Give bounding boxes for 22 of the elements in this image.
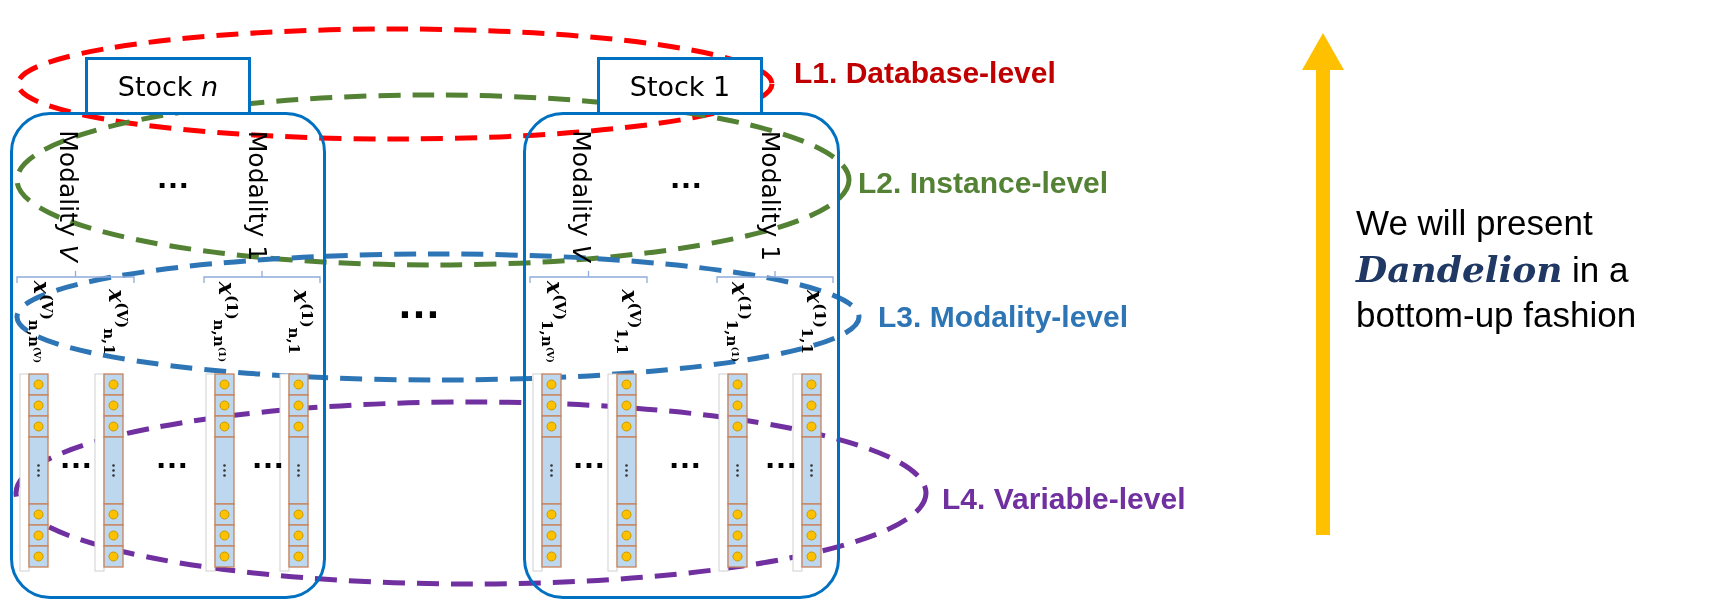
ellipsis-text: … [572, 439, 606, 473]
ellipsis-text: … [764, 439, 798, 473]
modality-label: Modality V [568, 130, 594, 262]
stock-container [10, 112, 326, 599]
level-label: L3. Modality-level [878, 300, 1129, 334]
ellipsis-text: … [156, 159, 190, 193]
level-label: L1. Database-level [794, 56, 1056, 90]
ellipsis-text: … [59, 439, 93, 473]
description-text: We will present Dandelion in a bottom-up fashion [1356, 202, 1638, 337]
level-label: L4. Variable-level [942, 482, 1186, 516]
ellipsis-text: … [669, 159, 703, 193]
ellipsis-text: … [668, 439, 702, 473]
ellipsis-text: … [251, 439, 285, 473]
modality-label: Modality V [55, 130, 81, 262]
modality-label: Modality 1 [244, 130, 270, 262]
ellipsis-text: … [155, 439, 189, 473]
level-label: L2. Instance-level [858, 166, 1109, 200]
stock-container [523, 112, 840, 599]
ellipsis-text: … [397, 281, 441, 325]
modality-label: Modality 1 [757, 130, 783, 262]
stock-label: Stock n [85, 57, 251, 115]
stock-label: Stock 1 [597, 57, 763, 115]
